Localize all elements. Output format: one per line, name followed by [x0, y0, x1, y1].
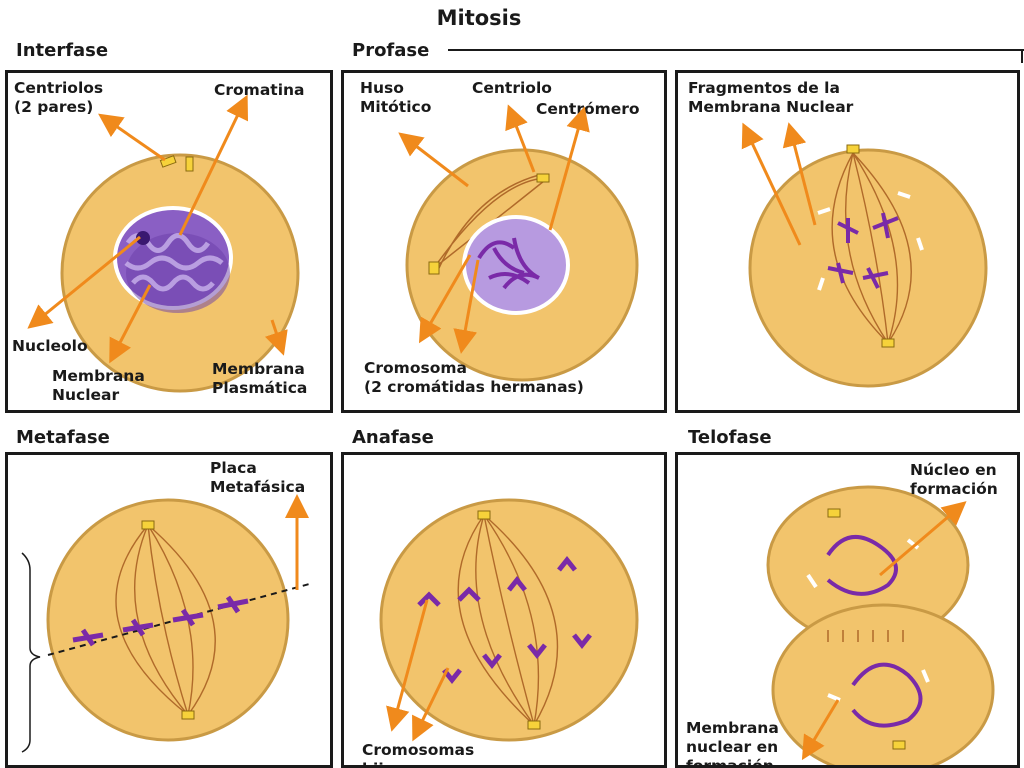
label-centriolo: Centriolo: [472, 79, 552, 97]
label-nucleolo: Nucleolo: [12, 337, 88, 355]
centriole-bottom: [881, 338, 895, 348]
centriole-left: [428, 261, 440, 275]
centriole-top: [141, 520, 155, 530]
stage-label-profase: Profase: [352, 40, 430, 61]
metafase-illustration: [46, 498, 314, 742]
label-cromatina: Cromatina: [214, 81, 305, 99]
profase-bracket-tick: [1021, 49, 1023, 63]
label-centriolos: Centriolos(2 pares): [14, 79, 104, 116]
label-cromosomas-hijos: Cromosomashijos: [362, 741, 475, 765]
spindle-fibers: [831, 152, 912, 344]
nucleolus: [136, 231, 150, 245]
profase-bracket-line: [448, 49, 1024, 51]
nucleus-shading: [126, 233, 230, 313]
centriole-top: [846, 144, 860, 154]
centriole-top: [827, 508, 841, 518]
centriole-bottom: [181, 710, 195, 720]
profase-late-illustration: [748, 144, 988, 388]
label-cromosoma: Cromosoma(2 cromátidas hermanas): [364, 359, 584, 396]
anafase-illustration: [379, 498, 639, 742]
spindle-fibers: [457, 514, 559, 726]
cell-membrane: [379, 498, 639, 742]
stage-label-anafase: Anafase: [352, 427, 434, 448]
stage-label-telofase: Telofase: [688, 427, 772, 448]
panel-anafase: Cromosomashijos: [341, 452, 667, 768]
label-centromero: Centrómero: [536, 100, 640, 118]
daughter-cell-bottom: [771, 603, 995, 765]
chromosomes: [477, 237, 540, 290]
stage-label-interfase: Interfase: [16, 40, 109, 61]
daughter-chromosomes: [417, 555, 592, 685]
nucleus: [462, 215, 570, 315]
membrane-fragments: [817, 191, 924, 291]
centriole-top: [477, 510, 491, 520]
spindle-fibers: [115, 524, 216, 716]
forming-nucleus-bottom: [851, 662, 923, 728]
centriole-top: [536, 173, 550, 183]
centriole-bottom: [527, 720, 541, 730]
cleavage-furrow-fibers: [827, 630, 904, 642]
panel-interfase: Centriolos(2 pares) Cromatina Nucleolo M…: [5, 70, 333, 413]
centriole-bottom: [892, 740, 906, 750]
cell-membrane: [46, 498, 290, 742]
stage-label-metafase: Metafase: [16, 427, 110, 448]
chromosomes: [827, 212, 899, 289]
chromosomes: [72, 595, 249, 647]
page-title: Mitosis: [436, 6, 522, 30]
